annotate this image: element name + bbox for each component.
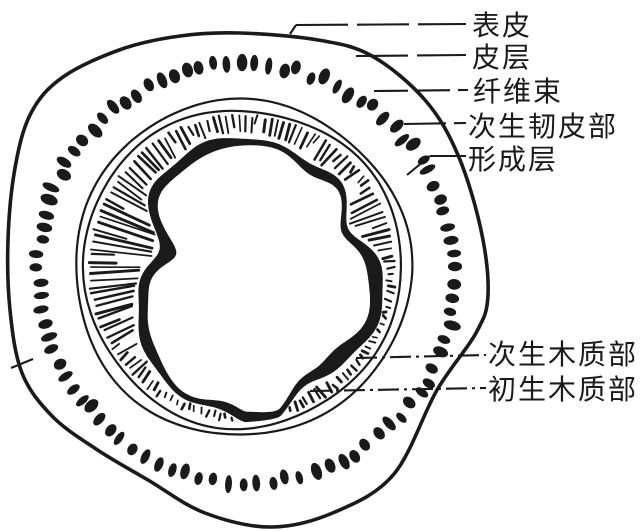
secondary-xylem-hatch	[87, 113, 397, 422]
phloem-outer-ring	[75, 97, 414, 436]
fiber-bundle-dot-ring	[28, 53, 463, 494]
epidermis-leader-line	[295, 22, 467, 27]
label-fiber-bundle: 纤维束	[473, 76, 563, 108]
secondary-phloem-leader-line	[403, 121, 467, 126]
primary-xylem-leader-line	[309, 386, 487, 393]
pith-area	[147, 145, 370, 413]
label-cortex: 皮层	[472, 42, 532, 74]
fiber-bundle-leader-line	[373, 88, 469, 93]
label-secondary-phloem: 次生韧皮部	[468, 111, 618, 143]
cambium-leader-tick	[406, 155, 431, 176]
epidermis-leader-tick	[289, 24, 297, 35]
secondary-xylem-leader-line	[355, 353, 487, 360]
label-primary-xylem: 初生木质部	[488, 374, 638, 406]
cortex-leader-line	[355, 53, 467, 58]
outline-tick-mark	[10, 358, 34, 369]
cambium-inner-ring	[81, 109, 403, 431]
label-secondary-xylem: 次生木质部	[488, 339, 638, 371]
label-epidermis: 表皮	[472, 10, 532, 42]
label-cambium: 形成层	[468, 144, 558, 176]
